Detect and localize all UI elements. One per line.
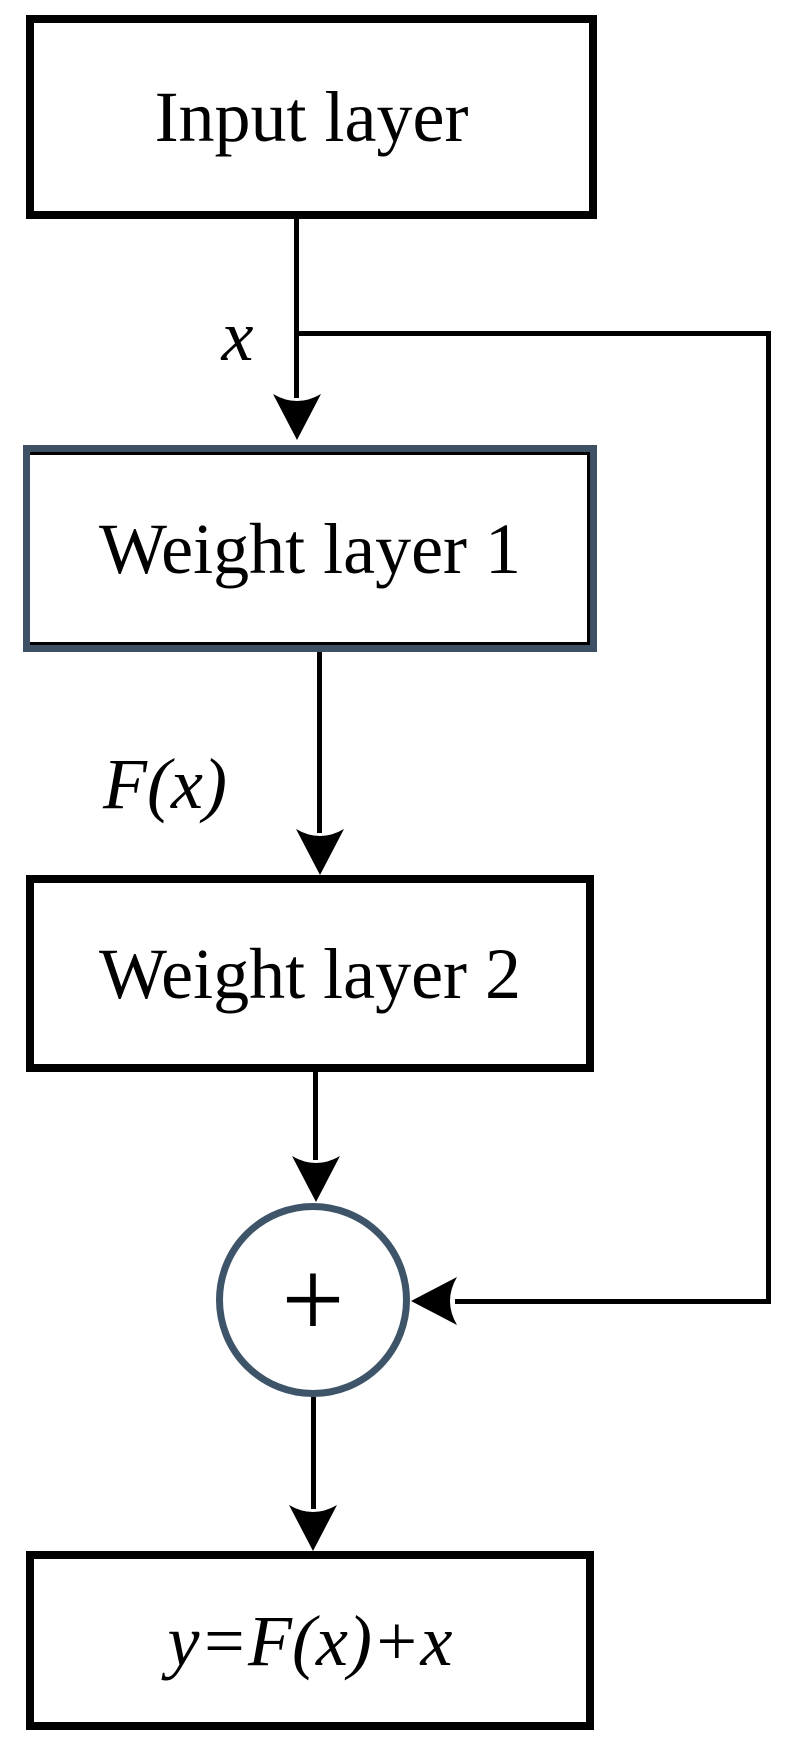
edge-label-fx: F(x)	[103, 744, 227, 824]
weight-layer-2-label: Weight layer 2	[98, 933, 522, 1014]
edge-weight1-to-weight2	[317, 652, 322, 833]
output-label: y=F(x)+x	[167, 1600, 453, 1681]
skip-connection-bottom-segment	[455, 1299, 771, 1304]
weight-layer-1-box: Weight layer 1	[23, 445, 597, 652]
weight-layer-2-box: Weight layer 2	[26, 875, 594, 1072]
arrowhead-down-icon	[289, 1505, 337, 1551]
arrowhead-down-icon	[296, 829, 344, 875]
skip-connection-vertical-segment	[766, 331, 771, 1304]
edge-input-to-weight1	[294, 218, 299, 398]
skip-connection-top-segment	[297, 331, 771, 336]
input-layer-label: Input layer	[154, 77, 469, 157]
plus-icon: +	[281, 1238, 345, 1362]
output-box: y=F(x)+x	[26, 1551, 594, 1730]
arrowhead-left-icon	[411, 1277, 457, 1325]
arrowhead-down-icon	[273, 394, 321, 440]
weight-layer-1-label: Weight layer 1	[98, 508, 522, 589]
edge-adder-to-output	[311, 1397, 316, 1509]
arrowhead-down-icon	[292, 1156, 340, 1202]
input-layer-box: Input layer	[26, 15, 597, 219]
edge-weight2-to-adder	[313, 1072, 318, 1160]
adder-node: +	[216, 1203, 410, 1397]
edge-label-x: x	[221, 296, 254, 376]
